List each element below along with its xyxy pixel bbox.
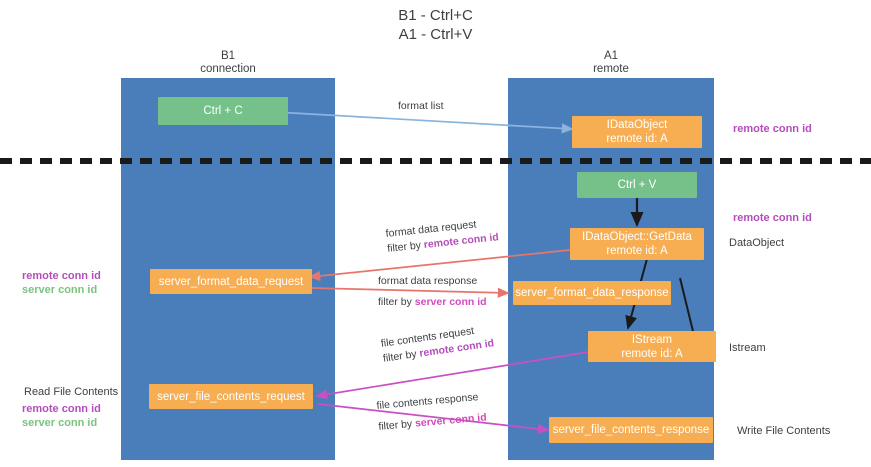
box-idataobject-getdata[interactable]: IDataObject::GetData remote id: A — [570, 228, 704, 260]
column-header-a1: A1 remote — [501, 50, 721, 76]
annotation-remote-conn-id-mid: remote conn id — [733, 212, 812, 224]
box-server-file-contents-request[interactable]: server_file_contents_request — [149, 384, 313, 409]
box-ctrl-c[interactable]: Ctrl + C — [158, 97, 288, 125]
box-ctrl-v[interactable]: Ctrl + V — [577, 172, 697, 198]
box-idataobject-line2: remote id: A — [606, 133, 668, 145]
box-ctrl-v-line1: Ctrl + V — [617, 179, 657, 191]
title-line-1: B1 - Ctrl+C — [398, 7, 473, 24]
box-server-format-data-request[interactable]: server_format_data_request — [150, 269, 312, 294]
edge-label-fcres-line2: filter by server conn id — [378, 410, 487, 434]
edge-label-fcres-key: server conn id — [414, 411, 488, 430]
edge-label-format-data-response: format data response filter by server co… — [378, 274, 487, 310]
annotation-read-file-contents: Read File Contents — [24, 386, 119, 398]
edge-label-fdres-prefix: filter by — [378, 296, 415, 308]
annotation-left-remote-conn-id-bottom: remote conn id — [22, 403, 101, 415]
edge-label-fcreq-prefix: filter by — [382, 347, 421, 365]
box-server-file-contents-request-label: server_file_contents_request — [157, 390, 305, 403]
edge-label-fdres-line2: filter by server conn id — [378, 295, 487, 310]
box-server-format-data-request-label: server_format_data_request — [158, 275, 304, 288]
annotation-left-remote-conn-id-mid: remote conn id — [22, 270, 101, 282]
box-server-format-data-response[interactable]: server_format_data_response — [513, 281, 671, 305]
annotation-istream: Istream — [729, 342, 766, 354]
edge-label-fdres-line1: format data response — [378, 275, 478, 287]
box-idataobject-line1: IDataObject — [606, 119, 668, 131]
box-istream[interactable]: IStream remote id: A — [588, 331, 716, 362]
column-header-a1-name: A1 — [603, 50, 619, 62]
edge-label-fdreq-prefix: filter by — [386, 239, 425, 255]
box-server-file-contents-response[interactable]: server_file_contents_response — [549, 417, 713, 443]
annotation-remote-conn-id-top: remote conn id — [733, 123, 812, 135]
box-istream-line2: remote id: A — [621, 347, 683, 360]
column-header-a1-sub: remote — [593, 63, 629, 75]
box-idataobject[interactable]: IDataObject remote id: A — [572, 116, 702, 148]
annotation-left-server-conn-id-bottom: server conn id — [22, 417, 98, 429]
column-header-b1-sub: connection — [200, 63, 256, 75]
edge-label-fcres-prefix: filter by — [377, 417, 416, 433]
title-line-2: A1 - Ctrl+V — [398, 26, 473, 43]
edge-label-format-list-text: format list — [398, 100, 444, 112]
annotation-group-conn-ids-bottom: remote conn id server conn id — [22, 402, 101, 430]
annotation-write-file-contents: Write File Contents — [737, 425, 831, 437]
box-getdata-line2: remote id: A — [606, 245, 668, 257]
box-istream-line1: IStream — [631, 333, 673, 346]
annotation-group-conn-ids-mid: remote conn id server conn id — [22, 269, 101, 297]
phase-divider — [0, 158, 871, 164]
edge-label-format-data-request: format data request filter by remote con… — [385, 215, 500, 257]
edge-label-fdres-key: server conn id — [414, 296, 487, 308]
annotation-dataobject: DataObject — [729, 237, 785, 249]
annotation-left-server-conn-id-mid: server conn id — [22, 284, 98, 296]
edge-label-file-contents-request: file contents request filter by remote c… — [380, 321, 495, 366]
edge-label-file-contents-response: file contents response filter by server … — [376, 390, 487, 435]
edge-label-fcres-line1: file contents response — [376, 391, 479, 412]
box-getdata-line1: IDataObject::GetData — [582, 231, 692, 243]
box-server-file-contents-response-label: server_file_contents_response — [552, 424, 710, 436]
box-server-format-data-response-label: server_format_data_response — [515, 287, 669, 299]
box-ctrl-c-line1: Ctrl + C — [203, 105, 243, 117]
edge-label-format-list: format list — [398, 99, 444, 114]
page-title: B1 - Ctrl+C A1 - Ctrl+V — [0, 6, 871, 44]
column-header-b1-name: B1 — [220, 50, 236, 62]
column-header-b1: B1 connection — [118, 50, 338, 76]
